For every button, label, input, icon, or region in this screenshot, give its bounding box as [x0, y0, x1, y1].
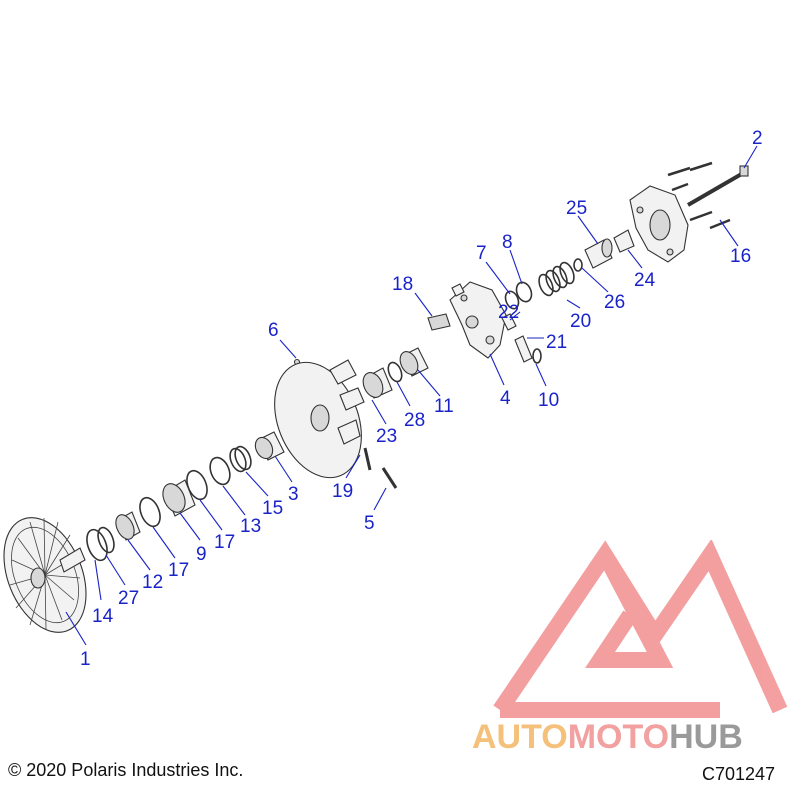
callout-12: 12 — [142, 572, 163, 593]
part-8-washer — [515, 281, 533, 303]
part-5-pin — [381, 467, 398, 489]
callout-21: 21 — [546, 332, 567, 353]
part-27-ring — [97, 526, 115, 554]
part-19-pin — [363, 447, 372, 471]
brand-hub: HUB — [669, 718, 743, 756]
callout-4: 4 — [500, 388, 511, 409]
part-13-ring — [209, 456, 231, 486]
callout-14: 14 — [92, 606, 114, 627]
callout-6: 6 — [268, 320, 279, 341]
part-1-fixed-sheave — [3, 517, 87, 633]
part-18-weight — [427, 313, 451, 331]
callout-22: 22 — [498, 302, 519, 323]
part-15-spring — [229, 445, 252, 473]
leader-lines — [65, 145, 758, 646]
callout-27: 27 — [118, 588, 139, 609]
part-4-spider — [449, 281, 507, 359]
part-11-bushing — [399, 347, 429, 377]
part-16-bolts — [667, 161, 731, 230]
callout-1: 1 — [80, 649, 91, 670]
callout-15: 15 — [262, 498, 283, 519]
callout-26: 26 — [604, 292, 625, 313]
part-20-spring — [538, 261, 575, 297]
part-10-spring — [532, 348, 542, 364]
callout-8: 8 — [502, 232, 513, 253]
part-2-bolt — [686, 165, 749, 207]
automotohub-wordmark: AUTOMOTOHUB — [472, 718, 743, 757]
callout-7: 7 — [476, 243, 487, 264]
part-17-ring-a — [139, 496, 161, 528]
callout-17b: 17 — [214, 532, 235, 553]
copyright-notice: © 2020 Polaris Industries Inc. — [8, 760, 244, 780]
part-25-sleeve — [584, 238, 613, 269]
part-26-ring — [573, 258, 583, 272]
part-cover-plate — [629, 185, 689, 263]
callout-5: 5 — [364, 513, 375, 534]
automotohub-logo-mark — [493, 540, 788, 718]
part-21-pin — [514, 335, 533, 363]
callout-25: 25 — [566, 198, 587, 219]
callout-17a: 17 — [168, 560, 189, 581]
callout-20: 20 — [570, 311, 591, 332]
part-28-ring — [387, 361, 403, 383]
callout-23: 23 — [376, 426, 397, 447]
callout-9: 9 — [196, 544, 207, 565]
drawing-code: C701247 — [702, 764, 776, 784]
part-24-bushing — [613, 229, 635, 253]
callout-labels: 1 2 3 4 5 6 7 8 9 10 11 12 13 14 15 16 1… — [80, 128, 763, 670]
callout-11: 11 — [434, 396, 454, 417]
callout-16: 16 — [730, 246, 751, 267]
callout-3: 3 — [288, 484, 299, 505]
callout-2: 2 — [752, 128, 763, 149]
callout-24: 24 — [634, 270, 656, 291]
callout-28: 28 — [404, 410, 425, 431]
callout-19: 19 — [332, 481, 353, 502]
part-3-bushing — [254, 431, 285, 461]
callout-13: 13 — [240, 516, 261, 537]
callout-18: 18 — [392, 274, 413, 295]
part-22-roller — [501, 313, 517, 331]
part-12-bushing — [115, 511, 141, 541]
callout-10: 10 — [538, 390, 559, 411]
brand-auto: AUTO — [472, 718, 568, 756]
brand-moto: MOTO — [567, 718, 670, 756]
part-moveable-sheave — [274, 359, 365, 479]
part-14-snap-ring — [86, 528, 108, 562]
part-23-bushing — [362, 367, 393, 399]
part-9-bushing — [162, 479, 196, 517]
